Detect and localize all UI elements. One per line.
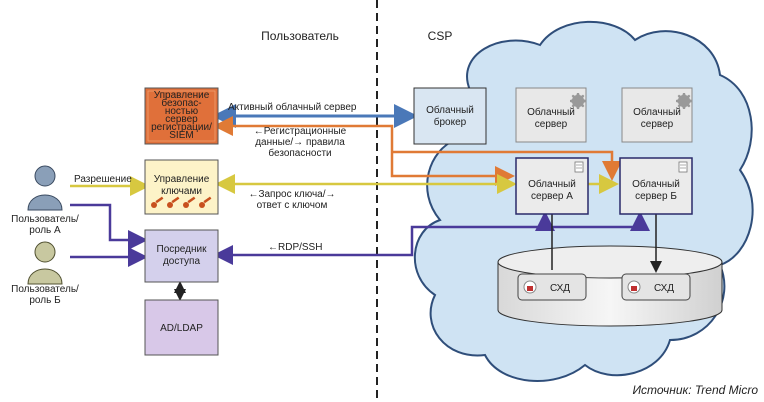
registration-arrow-b [392,150,622,181]
registration-label: ←Регистрационные данные/→ правила безопа… [254,126,347,159]
key-icon [199,196,212,208]
user-a-icon [27,165,63,211]
rdp-label: ←RDP/SSH [268,242,322,253]
user-a-access-arrow [70,203,148,250]
cloud-server-b-line-2: сервер Б [635,191,677,202]
cloud-server-a-box: Облачный сервер А [515,157,589,215]
ad-ldap-box: AD/LDAP [144,299,219,356]
cloud-broker-line-2: брокер [434,116,467,128]
siem-line-3: ностью [165,106,199,117]
key-icons [151,196,212,208]
key-management-line-2: ключами [161,186,202,197]
key-request-label-line-2: ответ с ключом [257,200,328,211]
cloud-server-2-line-2: сервер [641,119,674,130]
access-broker-line-1: Посредник [157,244,208,255]
access-broker-box: Посредник доступа [144,229,219,283]
gear-icon [570,93,586,110]
user-a-label-line-2: роль А [29,225,61,236]
lock-icon [627,280,641,294]
csp-zone-label: CSP [428,29,453,43]
rdp-arrow [213,211,555,265]
source-caption: Источник: Trend Micro [632,383,758,397]
cloud-server-b-box: Облачный сервер Б [619,157,693,215]
lock-icon [523,280,537,294]
siem-line-2: безопас- [161,97,201,109]
siem-line-5: регистрации/ [151,122,212,133]
key-icon [183,196,196,208]
active-server-label: Активный облачный сервер [228,101,357,113]
server-icon [574,161,584,173]
access-broker-line-2: доступа [163,256,201,267]
cloud-broker-line-1: Облачный [426,104,474,116]
user-b-label-line-2: роль Б [29,295,61,306]
siem-line-1: Управление [154,90,210,101]
key-icon [151,196,164,208]
key-management-line-1: Управление [154,174,210,185]
cloud-server-box-2: Облачный сервер [621,87,693,143]
key-request-label-line-1: ←Запрос ключа/→ [248,189,335,200]
cloud-server-2-line-1: Облачный [633,106,681,118]
registration-label-line-2: данные/→ правила [255,137,345,148]
cloud-server-line-1: Облачный [527,106,575,118]
storage-1-label: СХД [550,283,570,294]
key-request-label: ←Запрос ключа/→ ответ с ключом [248,189,335,211]
server-icon [678,161,688,173]
key-icon [167,196,180,208]
registration-label-line-3: безопасности [268,147,331,159]
cloud-server-box: Облачный сервер [515,87,587,143]
gear-icon [676,93,692,110]
storage-box-1: СХД [517,273,587,301]
storage-2-label: СХД [654,283,674,294]
user-b-icon [27,241,63,285]
registration-label-line-1: ←Регистрационные [254,126,347,137]
cloud-server-a-line-2: сервер А [531,191,573,202]
cloud-server-a-line-1: Облачный [528,178,576,190]
permission-label: Разрешение [74,174,132,185]
storage-box-2: СХД [621,273,691,301]
rdp-arrow-b [545,211,650,231]
cloud-server-b-line-1: Облачный [632,178,680,190]
siem-line-4: сервер [165,114,198,125]
user-zone-label: Пользователь [261,29,339,43]
siem-box: Управление безопас- ностью сервер регист… [144,87,219,145]
siem-line-6: SIEM [169,130,193,141]
cloud-server-line-2: сервер [535,119,568,130]
key-management-box: Управление ключами [144,159,219,215]
ad-ldap-label: AD/LDAP [160,323,203,334]
cloud-broker-box: Облачный брокер [413,87,487,145]
user-a-label-line-1: Пользователь/ [11,214,79,225]
user-b-label-line-1: Пользователь/ [11,284,79,295]
